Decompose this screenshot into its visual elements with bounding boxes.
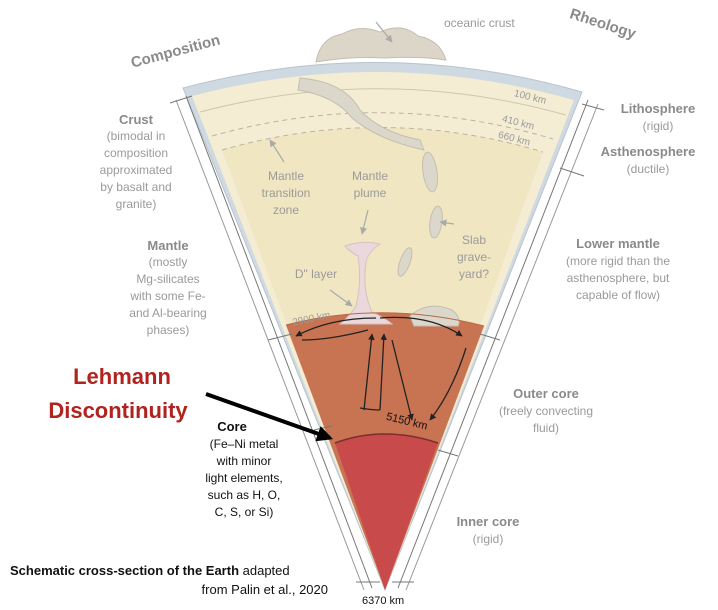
crust-line: by basalt and xyxy=(100,180,171,194)
slab-graveyard-label: Slab grave- yard? xyxy=(457,233,491,281)
crust-label-group: Crust (bimodal in composition approximat… xyxy=(100,112,173,211)
mantle-plume-label: Mantle plume xyxy=(352,169,388,200)
core-line: light elements, xyxy=(205,471,282,485)
tick xyxy=(559,167,585,177)
tick xyxy=(169,95,193,104)
tick xyxy=(581,103,605,111)
lower-mantle-label: Lower mantle (more rigid than the asthen… xyxy=(566,236,670,302)
slab-line: yard? xyxy=(459,267,489,281)
d-layer-label: D" layer xyxy=(295,267,337,281)
crust-line: approximated xyxy=(100,163,173,177)
inner-core-label: Inner core (rigid) xyxy=(457,514,520,546)
slab-line: grave- xyxy=(457,250,491,264)
core-title: Core xyxy=(217,419,247,434)
mantle-plume xyxy=(338,241,394,325)
litho-title: Lithosphere xyxy=(621,101,695,116)
convection-arrow xyxy=(379,333,387,411)
transition-pointer xyxy=(269,139,285,163)
crust-line: (bimodal in xyxy=(107,129,166,143)
lithosphere-label: Lithosphere (rigid) xyxy=(621,101,695,133)
transition-line: zone xyxy=(273,203,299,217)
oceanic-crust-pointer xyxy=(375,21,393,43)
side-brackets xyxy=(169,95,605,591)
outer-line: fluid) xyxy=(533,421,559,435)
boundary-410 xyxy=(211,112,554,140)
mantle-line: and Al-bearing xyxy=(129,306,206,320)
left-outer-line xyxy=(175,99,365,591)
outer-title: Outer core xyxy=(513,386,579,401)
astheno-title: Asthenosphere xyxy=(601,144,696,159)
mantle-line: (mostly xyxy=(149,255,188,269)
convection-arrow xyxy=(295,317,377,337)
litho-sub: (rigid) xyxy=(643,119,674,133)
right-outer-line xyxy=(405,103,599,591)
lower-line: (more rigid than the xyxy=(566,254,670,268)
core-line: with minor xyxy=(216,454,272,468)
inner-core-layer xyxy=(335,434,438,590)
lehmann-line-2: Discontinuity xyxy=(48,398,188,423)
core-line: (Fe–Ni metal xyxy=(210,437,279,451)
mantle-line: phases) xyxy=(147,323,190,337)
slab-blob-3 xyxy=(397,247,413,277)
asthenosphere-label: Asthenosphere (ductile) xyxy=(601,144,696,176)
convection-arrow xyxy=(301,329,369,341)
transition-line: Mantle xyxy=(268,169,304,183)
caption-rest: adapted xyxy=(239,563,290,578)
convection-arrow xyxy=(429,347,467,421)
convection-arrows xyxy=(295,316,467,421)
dlayer-pointer xyxy=(329,289,353,307)
mantle-line: Mg-silicates xyxy=(136,272,199,286)
convection-arrow xyxy=(379,316,463,337)
rheology-heading: Rheology xyxy=(568,5,639,42)
core-label-group: Core (Fe–Ni metal with minor light eleme… xyxy=(205,419,282,519)
mantle-label-group: Mantle (mostly Mg-silicates with some Fe… xyxy=(129,238,206,337)
depth-6370: 6370 km xyxy=(362,595,404,607)
boundary-5150 xyxy=(334,433,439,444)
core-line: C, S, or Si) xyxy=(215,505,274,519)
lower-line: capable of flow) xyxy=(576,288,660,302)
slab-pointer xyxy=(439,219,455,227)
caption-line-1: Schematic cross-section of the Earth ada… xyxy=(10,563,290,578)
pointer-arrows xyxy=(269,21,455,307)
crust-line: granite) xyxy=(116,197,157,211)
outer-core-label: Outer core (freely convecting fluid) xyxy=(499,386,593,435)
convection-arrow xyxy=(391,339,414,421)
plume-line: Mantle xyxy=(352,169,388,183)
convection-arrow xyxy=(363,333,375,411)
plume-line: plume xyxy=(354,186,387,200)
lower-line: asthenosphere, but xyxy=(567,271,670,285)
convection-arrow xyxy=(359,407,381,411)
core-line: such as H, O, xyxy=(208,488,281,502)
lehmann-arrow xyxy=(205,392,334,442)
subducting-slab xyxy=(297,77,425,151)
mantle-line: with some Fe- xyxy=(129,289,205,303)
oceanic-crust-bump xyxy=(315,27,447,63)
tick xyxy=(479,333,501,341)
transition-line: transition xyxy=(262,186,311,200)
lower-title: Lower mantle xyxy=(576,236,660,251)
caption-line-2: from Palin et al., 2020 xyxy=(202,582,328,597)
left-bracket-line xyxy=(185,95,373,589)
outer-line: (freely convecting xyxy=(499,404,593,418)
tick xyxy=(437,449,459,457)
crust-title: Crust xyxy=(119,112,154,127)
composition-heading: Composition xyxy=(129,32,222,72)
inner-title: Inner core xyxy=(457,514,520,529)
mantle-title: Mantle xyxy=(147,238,188,253)
boundary-100 xyxy=(199,88,567,116)
crust-line: composition xyxy=(104,146,168,160)
boundary-2900 xyxy=(285,312,485,327)
slab-line: Slab xyxy=(462,233,486,247)
slab-blob-1 xyxy=(422,151,438,193)
caption-bold: Schematic cross-section of the Earth xyxy=(10,563,239,578)
right-bracket-line xyxy=(397,99,589,589)
oceanic-crust-label: oceanic crust xyxy=(444,16,515,30)
transition-zone-label: Mantle transition zone xyxy=(262,169,311,217)
lehmann-line-1: Lehmann xyxy=(73,364,171,389)
tick xyxy=(267,333,293,341)
plume-pointer xyxy=(360,209,369,235)
inner-sub: (rigid) xyxy=(473,532,504,546)
astheno-sub: (ductile) xyxy=(627,162,670,176)
